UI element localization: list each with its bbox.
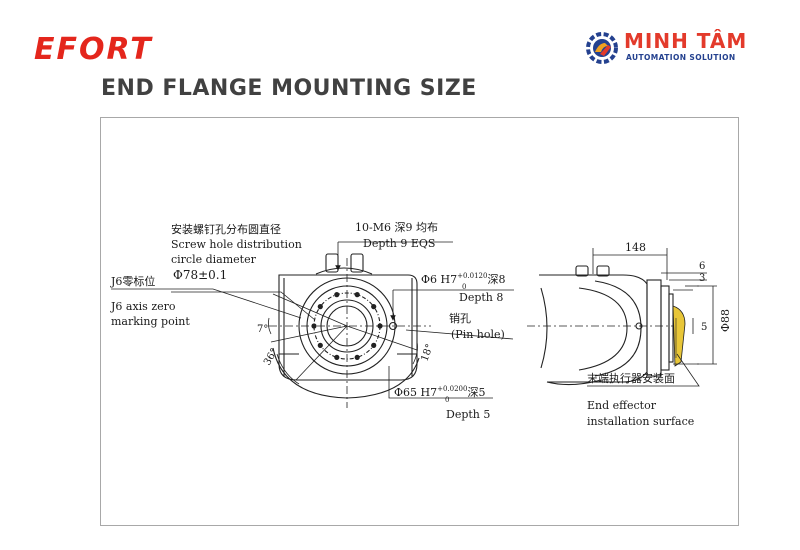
- pin-hole-label-zh: 销孔: [449, 311, 471, 325]
- side-dimensions: [587, 248, 717, 387]
- bore-dimension: Φ65 H7+0.0200深5: [394, 385, 485, 399]
- bore-tolerance-lower: 0: [445, 396, 449, 404]
- screw-circle-dimension: Φ78±0.1: [173, 268, 227, 282]
- bolt-holes: [311, 292, 383, 360]
- efort-logo: EFORT: [34, 32, 153, 67]
- screw-circle-label-en2: circle diameter: [171, 253, 257, 266]
- screw-circle-label-en1: Screw hole distribution: [171, 238, 302, 251]
- angle-7-label: 7°: [257, 324, 268, 335]
- end-effector-label-en2: installation surface: [587, 415, 694, 428]
- end-effector-label-en1: End effector: [587, 399, 657, 412]
- screw-circle-label-zh: 安装螺钉孔分布圆直径: [171, 222, 281, 236]
- dim-3: 3: [699, 273, 705, 284]
- dim-6: 6: [699, 261, 705, 272]
- j6-zero-label-en1: J6 axis zero: [110, 300, 176, 313]
- front-leaders: [111, 241, 514, 399]
- bore-depth-en: Depth 5: [446, 408, 490, 421]
- dim-88: Φ88: [719, 309, 732, 332]
- flange-front-view: [267, 253, 431, 408]
- page-title: END FLANGE MOUNTING SIZE: [101, 76, 477, 101]
- pin-hole-depth-en: Depth 8: [459, 291, 503, 304]
- pin-hole-label-en: (Pin hole): [451, 328, 505, 341]
- minhtam-logo: MINH TÂM AUTOMATION SOLUTION: [584, 28, 770, 68]
- minhtam-name: MINH TÂM: [624, 29, 748, 53]
- angle-18-label: 18°: [419, 343, 435, 363]
- dim-148: 148: [625, 241, 646, 254]
- flange-side-view: [527, 265, 687, 386]
- drawing-frame: 安装螺钉孔分布圆直径 Screw hole distribution circl…: [100, 117, 739, 526]
- pin-hole-dimension: Φ6 H7+0.0120深8: [421, 272, 505, 286]
- j6-zero-label-en2: marking point: [111, 315, 190, 328]
- thread-spec-zh: 10-M6 深9 均布: [355, 221, 438, 234]
- minhtam-tagline: AUTOMATION SOLUTION: [626, 53, 736, 62]
- technical-drawing: 安装螺钉孔分布圆直径 Screw hole distribution circl…: [110, 221, 732, 428]
- gear-hand-icon: [586, 32, 618, 64]
- end-effector-label-zh: 末端执行器安装面: [587, 371, 675, 385]
- pin-hole-tolerance-lower: 0: [462, 283, 466, 291]
- thread-spec-en: Depth 9 EQS: [363, 237, 435, 250]
- j6-zero-label-zh: J6零标位: [110, 274, 155, 288]
- dim-5: 5: [701, 322, 707, 333]
